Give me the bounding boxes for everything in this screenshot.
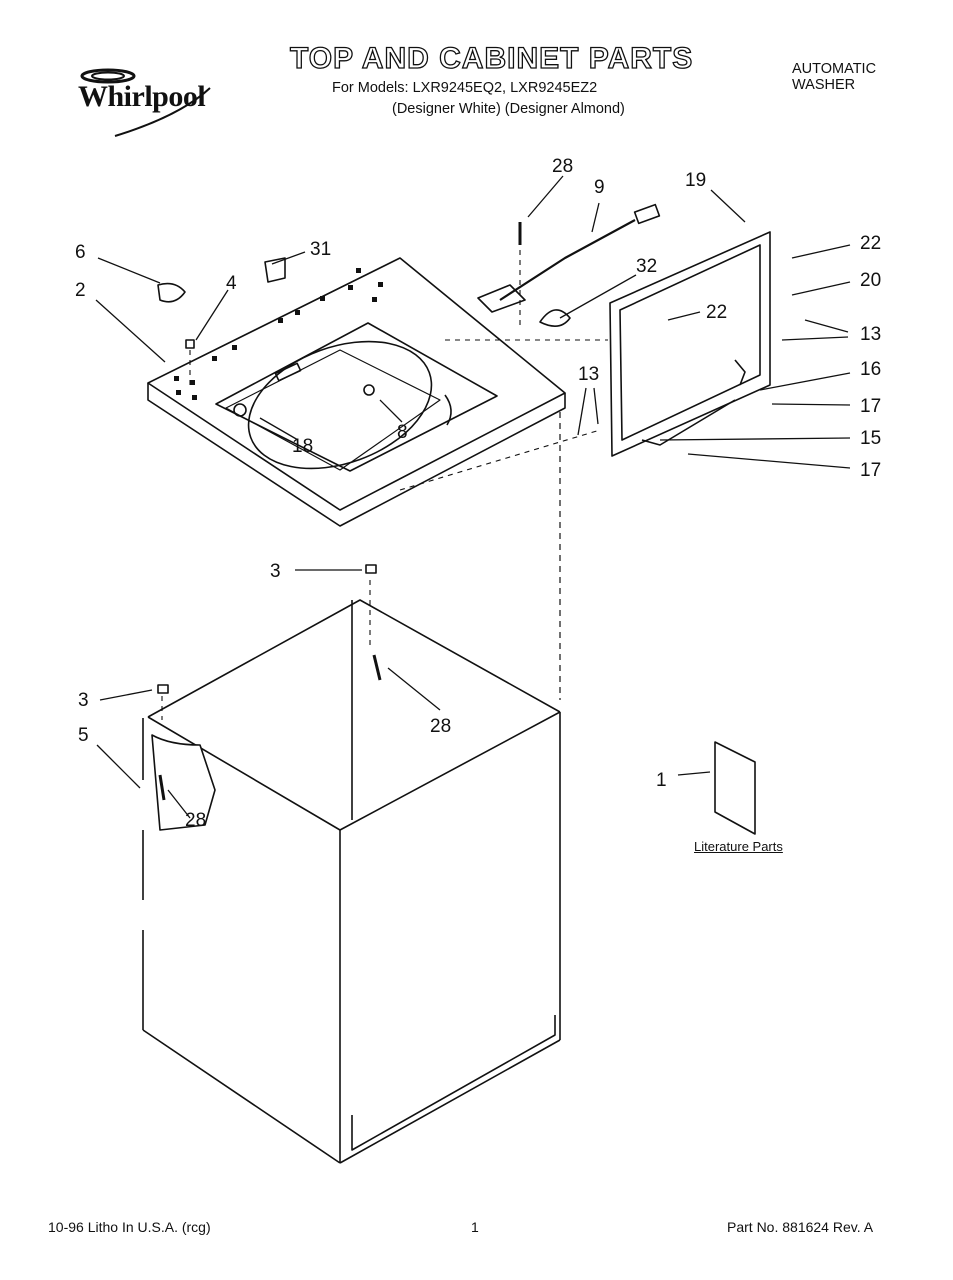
callout-16: 16: [860, 359, 881, 380]
callout-6: 6: [75, 242, 86, 263]
callout-13-right: 13: [860, 324, 881, 345]
part-3-pad: [365, 564, 377, 574]
literature-booklet: [714, 741, 756, 835]
wiring-harness: [477, 203, 661, 327]
brand-swirl-icon: [80, 68, 211, 137]
model-list: For Models: LXR9245EQ2, LXR9245EZ2: [332, 80, 598, 96]
console-back-panel: [609, 231, 771, 457]
part-28-screw-cabinet: [158, 774, 166, 801]
washer-top-panel: [147, 257, 566, 527]
designer-colors: (Designer White) (Designer Almond): [392, 101, 625, 117]
page-title: TOP AND CABINET PARTS: [289, 41, 694, 75]
part-6-clip: [157, 282, 186, 303]
callout-2: 2: [75, 280, 86, 301]
washer-cabinet: [142, 412, 561, 1164]
callout-4: 4: [226, 273, 237, 294]
callout-19: 19: [685, 170, 706, 191]
callout-18: 18: [292, 436, 313, 457]
callout-1: 1: [656, 770, 667, 791]
callout-17-lower: 17: [860, 460, 881, 481]
callout-9: 9: [594, 177, 605, 198]
callout-3-left: 3: [78, 690, 89, 711]
callout-32: 32: [636, 256, 657, 277]
callout-17-upper: 17: [860, 396, 881, 417]
part-18-bumper: [233, 403, 247, 417]
callout-13-left: 13: [578, 364, 599, 385]
callout-31: 31: [310, 239, 331, 260]
part-8-screw: [363, 384, 375, 396]
literature-parts-label: Literature Parts: [694, 839, 783, 854]
guide-lines: [161, 250, 608, 720]
callout-3-top: 3: [270, 561, 281, 582]
callout-20: 20: [860, 270, 881, 291]
product-type: AUTOMATIC WASHER: [792, 61, 876, 93]
part-3b-pad: [157, 684, 169, 694]
callout-22-mid: 22: [706, 302, 727, 323]
part-31-clip: [264, 257, 286, 283]
callout-5: 5: [78, 725, 89, 746]
part-28-screw: [372, 654, 382, 681]
callout-28-mid: 28: [430, 716, 451, 737]
part-4-washer: [185, 339, 195, 349]
callout-22-top: 22: [860, 233, 881, 254]
callout-15: 15: [860, 428, 881, 449]
callout-28-cabinet: 28: [185, 810, 206, 831]
footer-page-number: 1: [471, 1219, 479, 1235]
product-type-line1: AUTOMATIC: [792, 61, 877, 77]
footer-print-info: 10-96 Litho In U.S.A. (rcg): [48, 1219, 211, 1235]
callout-8: 8: [397, 422, 408, 443]
footer-part-number: Part No. 881624 Rev. A: [727, 1219, 874, 1235]
product-type-line2: WASHER: [792, 77, 856, 93]
callout-28-top: 28: [552, 156, 573, 177]
leader-lines: [95, 175, 851, 819]
